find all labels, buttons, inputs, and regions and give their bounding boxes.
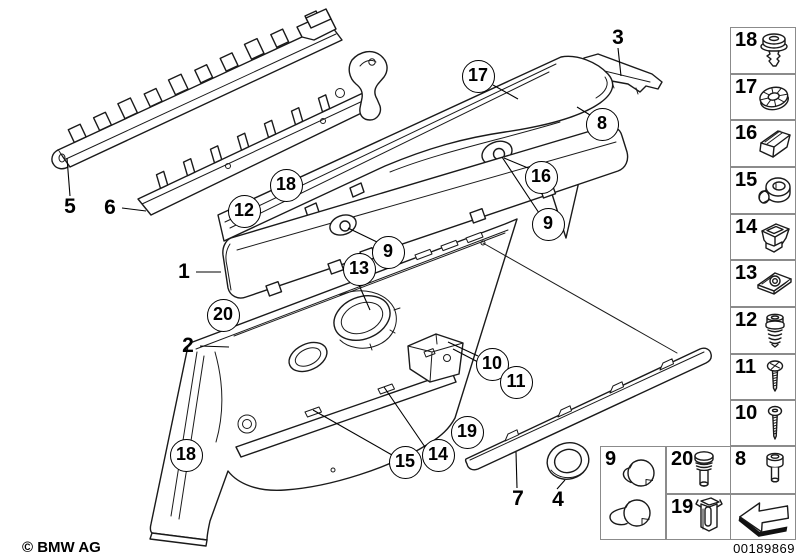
part-7-sill-strip	[464, 347, 712, 471]
callout-circle-9[interactable]: 9	[371, 235, 405, 269]
legend-number: 10	[735, 402, 758, 424]
retainer-clip-icon	[695, 497, 723, 532]
grommet-icon	[758, 177, 791, 204]
legend-number: 17	[735, 76, 758, 98]
part-5-serrated-strip	[51, 8, 343, 170]
cover-caps-icon	[609, 459, 655, 527]
callout-circle-18[interactable]: 18	[169, 438, 203, 472]
diagram-number: 00189869	[733, 541, 795, 556]
callout-label-3[interactable]: 3	[612, 26, 624, 49]
cylinder-head-screw-icon	[765, 313, 785, 348]
legend-box-16[interactable]: 16	[730, 120, 796, 167]
legend-number: 16	[735, 122, 758, 144]
legend-number: 13	[735, 262, 758, 284]
lock-washer-icon	[759, 86, 789, 111]
legend-number: 12	[735, 309, 758, 331]
callout-circle-16[interactable]: 16	[524, 160, 558, 194]
callout-circle-12[interactable]: 12	[227, 194, 261, 228]
callout-circle-18[interactable]: 18	[269, 168, 303, 202]
legend-box-15[interactable]: 15	[730, 167, 796, 214]
legend-box-19[interactable]: 19	[666, 494, 731, 540]
callout-circle-11[interactable]: 11	[499, 365, 533, 399]
legend-box-17[interactable]: 17	[730, 74, 796, 120]
part-6-serrated-strip	[137, 50, 388, 216]
legend-box-18[interactable]: 18	[730, 27, 796, 74]
callout-label-2[interactable]: 2	[182, 334, 194, 357]
legend-number: 15	[735, 169, 758, 191]
legend-number: 20	[671, 448, 694, 470]
callout-circle-17[interactable]: 17	[461, 59, 495, 93]
pan-head-screw-icon	[766, 360, 784, 392]
cage-nut-icon	[761, 223, 790, 253]
callout-label-6[interactable]: 6	[104, 196, 116, 219]
callout-label-5[interactable]: 5	[64, 195, 76, 218]
callout-label-4[interactable]: 4	[552, 488, 564, 511]
legend-number: 14	[735, 216, 758, 238]
callout-circle-8[interactable]: 8	[585, 107, 619, 141]
torx-screw-icon	[767, 405, 783, 440]
legend-box-10[interactable]: 10	[730, 400, 796, 446]
legend-box-20[interactable]: 20	[666, 446, 731, 494]
callout-circle-9[interactable]: 9	[531, 207, 565, 241]
legend-box-14[interactable]: 14	[730, 214, 796, 260]
direction-arrow-icon	[738, 502, 790, 537]
callout-circle-20[interactable]: 20	[206, 298, 240, 332]
legend-box-8[interactable]: 8	[730, 446, 796, 494]
part-4-grommet	[546, 442, 590, 480]
expansion-screw-icon	[694, 451, 714, 487]
legend-box-11[interactable]: 11	[730, 354, 796, 400]
legend-box-arrow[interactable]	[730, 494, 796, 540]
sheet-metal-clip-icon	[759, 130, 791, 158]
legend-number: 19	[671, 496, 694, 518]
callout-circle-13[interactable]: 13	[342, 252, 376, 286]
sleeve-bolt-icon	[766, 452, 784, 483]
callout-circle-14[interactable]: 14	[421, 438, 455, 472]
legend-box-12[interactable]: 12	[730, 307, 796, 354]
legend-box-13[interactable]: 13	[730, 260, 796, 307]
leader-lines	[66, 47, 622, 490]
bmw-copyright: © BMW AG	[22, 539, 101, 556]
legend-number: 8	[735, 448, 747, 470]
callout-label-7[interactable]: 7	[512, 487, 524, 510]
expanding-rivet-icon	[760, 33, 788, 67]
speed-nut-icon	[757, 272, 792, 295]
callout-circle-15[interactable]: 15	[388, 445, 422, 479]
legend-number: 11	[735, 356, 757, 378]
legend-number: 18	[735, 29, 758, 51]
callout-circle-19[interactable]: 19	[450, 415, 484, 449]
legend-box-9[interactable]: 9	[600, 446, 666, 540]
legend-number: 9	[605, 448, 617, 470]
callout-label-1[interactable]: 1	[178, 260, 190, 283]
